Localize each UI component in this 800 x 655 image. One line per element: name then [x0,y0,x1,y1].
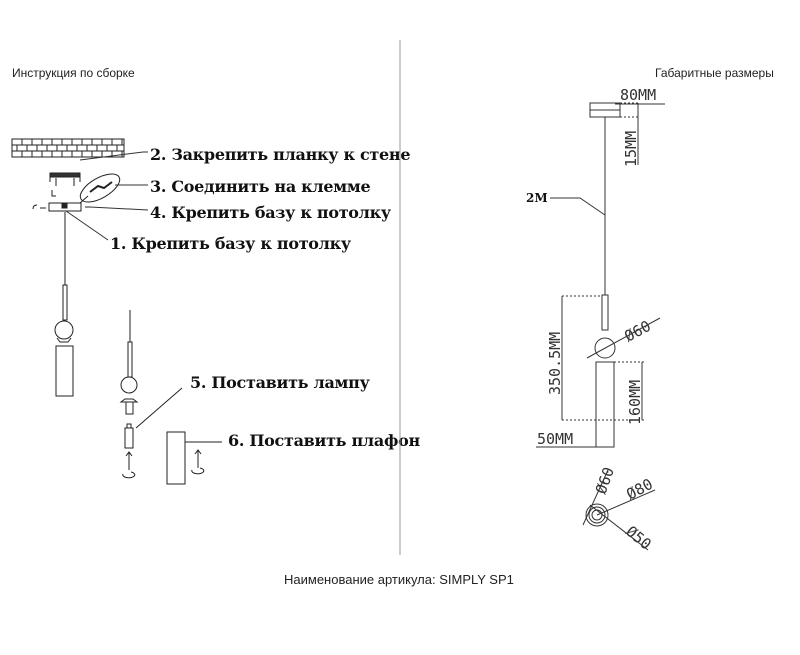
top-d60-label: Ø60 [592,465,618,497]
step-5-label: 5. Поставить лампу [190,373,370,392]
shade-icon [166,431,222,485]
step-4-label: 4. Крепить базу к потолку [150,203,391,222]
top-d80-label: Ø80 [623,475,655,504]
top-d50-label: Ø50 [622,522,654,553]
base-height-label: 15MM [622,131,640,167]
ceiling-base-icon [32,202,90,212]
total-height-label: 350.5MM [546,332,564,395]
bulb-icon [122,387,183,479]
dimensions-title: Габаритные размеры [655,66,774,80]
cable-length-label: 2M [526,191,548,205]
assembled-pendant-lamp [54,212,74,397]
mounting-bar-icon [49,172,81,197]
base-width-label: 80MM [620,86,656,104]
terminal-block-icon [79,173,121,204]
article-name: Наименование артикула: SIMPLY SP1 [284,572,514,587]
dim-base [589,102,665,165]
shade-height-label: 160MM [626,380,644,425]
step-2-label: 2. Закрепить планку к стене [150,145,411,164]
step-1-label: 1. Крепить базу к потолку [110,234,351,253]
sphere-diameter-label: Ø60 [621,317,653,346]
dim-lamp-body [536,294,661,448]
top-view [582,469,656,551]
shade-width-label: 50MM [537,430,573,448]
leader-lines [65,151,149,241]
step-3-label: 3. Соединить на клемме [150,177,371,196]
assembly-instructions-title: Инструкция по сборке [12,66,135,80]
lamp-socket-assembly [119,310,139,415]
wall-brick-icon [11,138,125,158]
step-6-label: 6. Поставить плафон [228,431,420,450]
cable [550,117,606,295]
